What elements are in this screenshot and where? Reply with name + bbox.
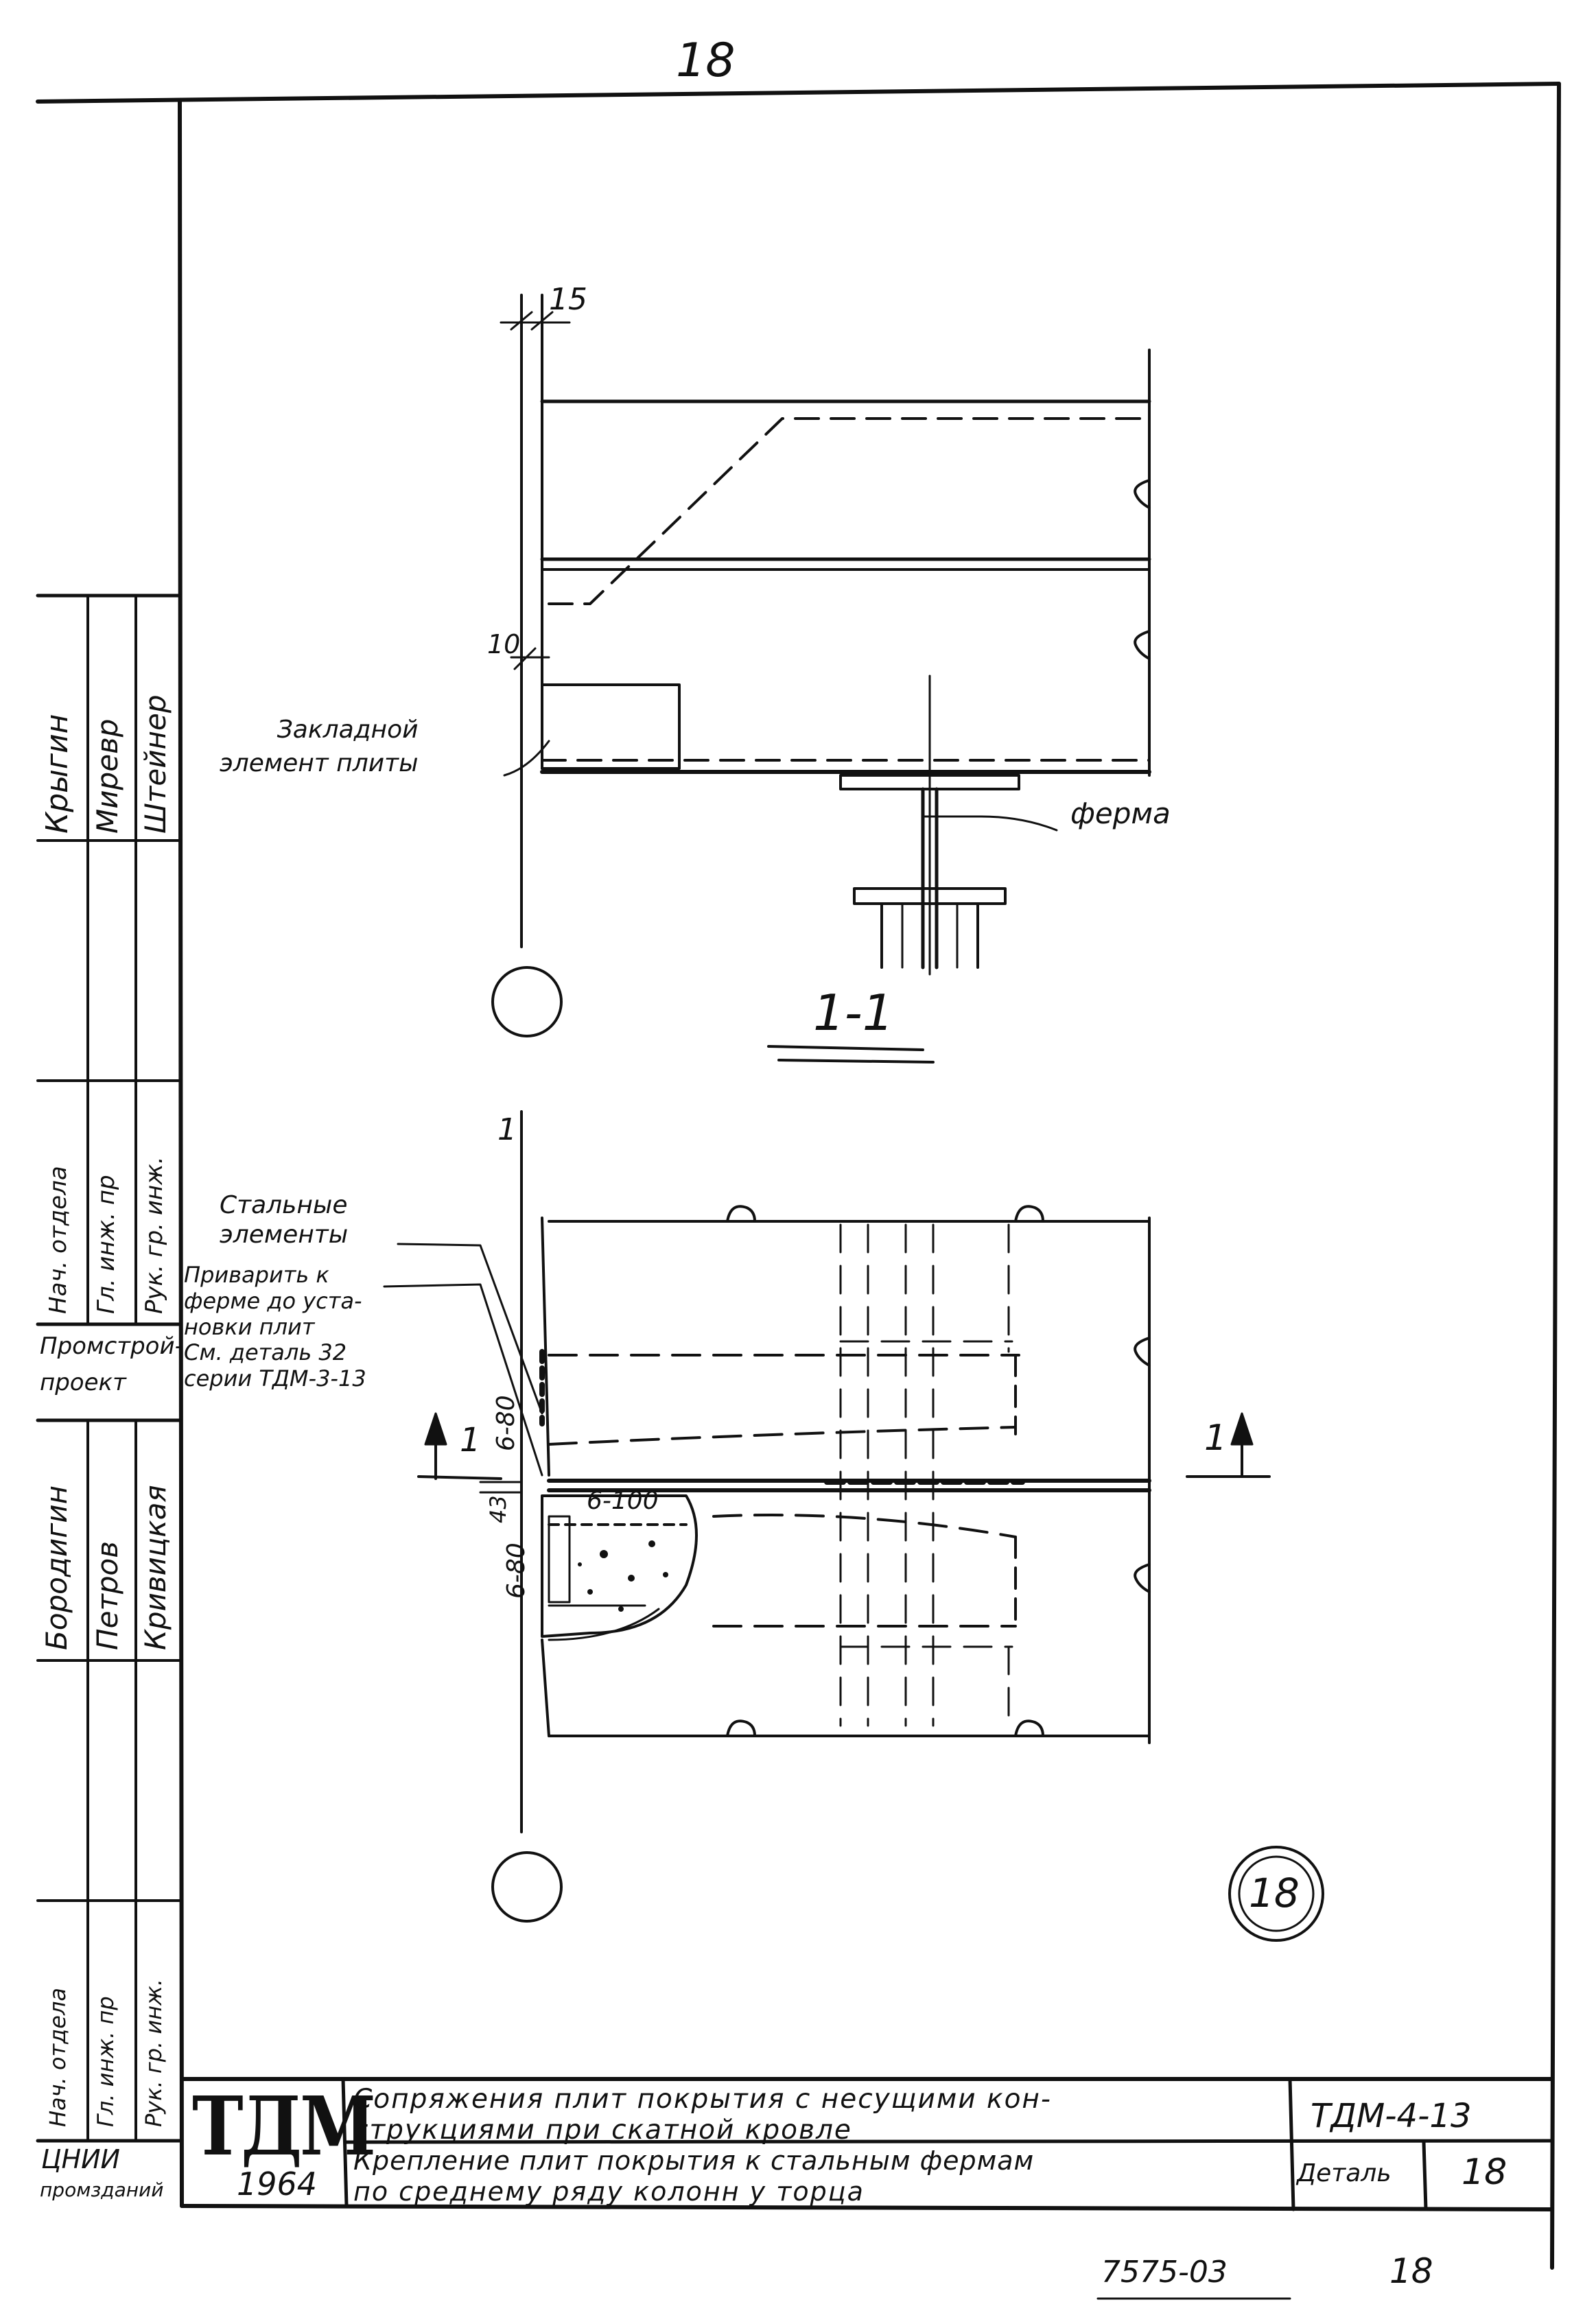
weld-6-80-b: 6-80 — [502, 1542, 530, 1599]
detail-label: Деталь — [1297, 2159, 1392, 2187]
archive-number: 7575-03 — [1101, 2255, 1228, 2290]
stamp-name-pe: Петров — [91, 1541, 124, 1650]
stamp-role-b1: Нач. отдела — [45, 1987, 71, 2127]
section-label-1-1: 1-1 — [813, 984, 894, 1042]
label-steel-elements: Стальные элементы — [220, 1191, 349, 1249]
stamp-role-b2: Гл. инж. пр — [93, 1996, 119, 2127]
stamp-name-mi: Миревр — [91, 718, 124, 834]
stamp-role-a2: Гл. инж. пр — [93, 1175, 120, 1314]
stamp-org-2: проект — [40, 1369, 126, 1396]
stamp-org-3: ЦНИИ — [41, 2144, 120, 2174]
title-year: 1964 — [237, 2165, 318, 2203]
label-embedded-element: Закладной элемент плиты — [220, 716, 419, 777]
page-number-bottom: 18 — [1389, 2251, 1433, 2291]
page-number-top: 18 — [676, 34, 736, 88]
note-weld: Приварить к ферме до уста- новки плит См… — [184, 1262, 366, 1391]
detail-number: 18 — [1462, 2152, 1507, 2193]
stamp-role-a1: Нач. отдела — [45, 1166, 72, 1314]
stamp-role-a3: Рук. гр. инж. — [141, 1156, 168, 1314]
stamp-role-b3: Рук. гр. инж. — [141, 1978, 167, 2127]
dim-15: 15 — [549, 282, 587, 317]
dim-43: 43 — [485, 1495, 511, 1523]
concrete-hatch — [578, 1540, 668, 1612]
section-mark-top: 1 — [497, 1112, 517, 1147]
tdm-logo: ТДМ — [192, 2078, 376, 2174]
stamp-name-kr: Крыгин — [40, 714, 75, 834]
section-mark-right: 1 — [1204, 1418, 1228, 1459]
stamp-name-bo: Бородигин — [40, 1485, 73, 1650]
subtitle-line-2: по среднему ряду колонн у торца — [353, 2176, 865, 2207]
stamp-name-kv: Кривицкая — [139, 1485, 172, 1650]
subtitle-line-1: Крепление плит покрытия к стальным ферма… — [353, 2146, 1035, 2176]
stamp-org-1: Промстрой- — [40, 1332, 183, 1360]
weld-6-80-a: 6-80 — [492, 1395, 520, 1451]
title-line-1: Сопряжения плит покрытия с несущими кон- — [353, 2084, 1052, 2115]
stamp-org-4: промзданий — [40, 2178, 164, 2201]
series-code: ТДМ-4-13 — [1311, 2097, 1472, 2135]
section-mark-left: 1 — [460, 1421, 481, 1459]
detail-circle-number: 18 — [1249, 1870, 1300, 1916]
stamp-name-sh: Штейнер — [139, 694, 172, 834]
weld-6-100: 6-100 — [587, 1487, 659, 1515]
title-line-2: струкциями при скатной кровле — [353, 2115, 852, 2146]
label-truss: ферма — [1070, 797, 1171, 830]
dim-10: 10 — [487, 629, 521, 659]
